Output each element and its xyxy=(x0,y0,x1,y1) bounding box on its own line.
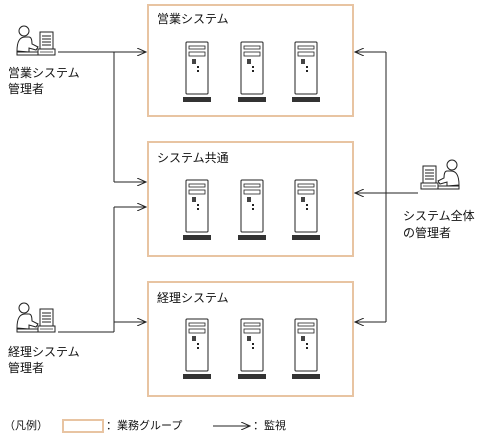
group-accounting: 経理システム xyxy=(147,281,354,397)
server-tower-icon xyxy=(237,179,267,241)
legend-monitor-label: ：監視 xyxy=(253,418,286,432)
group-title: 営業システム xyxy=(157,12,229,26)
actor-label-line2: の管理者 xyxy=(403,225,451,240)
group-common: システム共通 xyxy=(147,141,354,257)
server-tower-icon xyxy=(291,318,321,380)
actor-label-line1: システム全体 xyxy=(403,208,475,223)
server-tower-icon xyxy=(237,41,267,103)
admin-at-computer-icon xyxy=(16,302,56,333)
server-tower-icon xyxy=(182,179,212,241)
actor-label-line1: 経理システム xyxy=(8,345,80,359)
actor-label-line1: 営業システム xyxy=(8,66,80,80)
server-tower-icon xyxy=(182,318,212,380)
actor-sales-admin: 営業システム 管理者 xyxy=(8,25,80,96)
group-sales: 営業システム xyxy=(147,4,354,117)
server-tower-icon xyxy=(291,41,321,103)
server-tower-icon xyxy=(291,179,321,241)
legend-prefix: （凡例） xyxy=(4,418,48,432)
legend-group-label: ：業務グループ xyxy=(106,418,182,432)
server-tower-icon xyxy=(182,41,212,103)
group-title: 経理システム xyxy=(157,291,229,305)
group-title: システム共通 xyxy=(157,151,229,165)
actor-label-line2: 管理者 xyxy=(8,81,44,96)
admin-at-computer-icon xyxy=(421,160,459,189)
admin-at-computer-icon xyxy=(16,25,56,56)
legend: （凡例） ：業務グループ ：監視 xyxy=(4,418,286,433)
legend-group-swatch xyxy=(62,419,104,433)
actor-label-line2: 管理者 xyxy=(8,360,44,375)
actor-overall-admin: システム全体 の管理者 xyxy=(403,160,475,240)
connectors xyxy=(58,52,418,333)
server-tower-icon xyxy=(237,318,267,380)
actor-accounting-admin: 経理システム 管理者 xyxy=(8,302,80,375)
